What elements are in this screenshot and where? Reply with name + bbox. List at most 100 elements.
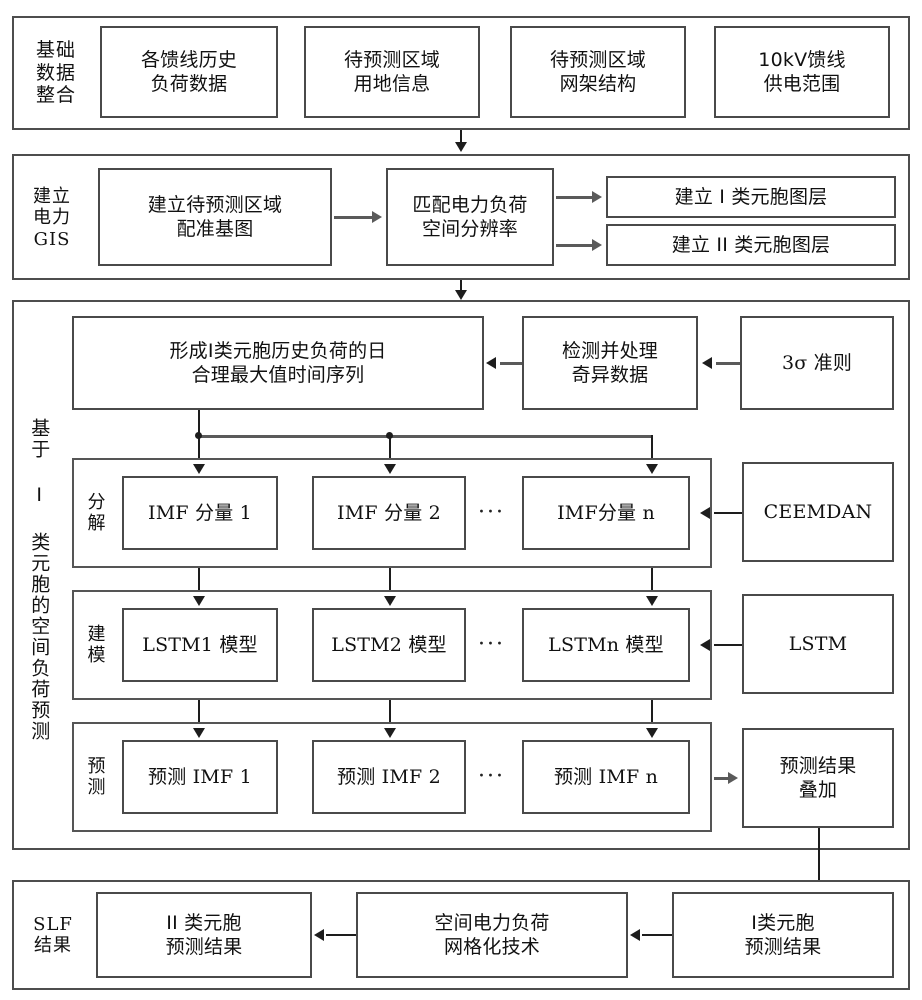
- node-label: LSTM2 模型: [331, 633, 447, 656]
- node-label: IMF分量 n: [557, 501, 655, 524]
- node-detect-process-outliers[interactable]: 检测并处理奇异数据: [522, 316, 698, 410]
- node-label: 建立 II 类元胞图层: [671, 233, 831, 256]
- connector-gridding-to-class2-result: [326, 934, 356, 936]
- connector-superposition-to-class1-result: [818, 828, 820, 890]
- node-ceemdan[interactable]: CEEMDAN: [742, 462, 894, 562]
- connector-sigma-to-outliers: [716, 362, 740, 365]
- connector-lstm-to-lstmn: [714, 644, 742, 646]
- arrowhead-into-predict-imf-2: [384, 728, 396, 738]
- node-label: 建立 I 类元胞图层: [674, 185, 828, 208]
- caption-line: 解: [87, 513, 107, 534]
- node-label: 各馈线历史负荷数据: [140, 48, 237, 95]
- node-imf-component-n[interactable]: IMF分量 n: [522, 476, 690, 550]
- connector-match-to-class2: [556, 244, 594, 247]
- arrowhead-into-predict-imf-n: [646, 728, 658, 738]
- arrowhead-into-lstm1: [193, 596, 205, 606]
- node-label: II 类元胞预测结果: [165, 911, 243, 958]
- ellipsis-prediction: ···: [478, 764, 505, 789]
- node-area-land-use-info[interactable]: 待预测区域用地信息: [304, 26, 480, 118]
- arrowhead-lstm-to-lstmn: [700, 639, 710, 651]
- node-predict-imf-1[interactable]: 预测 IMF 1: [122, 740, 278, 814]
- stage-cell-load-forecast-caption: 基于 I 类元胞的空间负荷预测: [22, 330, 56, 830]
- caption-line: 整合: [35, 84, 76, 107]
- arrowhead-into-imf-n: [646, 464, 658, 474]
- node-build-class1-cell-layer[interactable]: 建立 I 类元胞图层: [606, 176, 896, 218]
- subgroup-modeling-caption: 建 模: [80, 614, 114, 676]
- node-label: 形成I类元胞历史负荷的日合理最大值时间序列: [169, 339, 387, 386]
- arrowhead-into-imf-2: [384, 464, 396, 474]
- node-label: 检测并处理奇异数据: [561, 339, 658, 386]
- arrowhead-class1-result-to-gridding: [630, 929, 640, 941]
- stage-power-gis-caption: 建立 电力 GIS: [20, 168, 84, 268]
- caption-line: 预: [87, 755, 107, 777]
- arrowhead-into-imf-1: [193, 464, 205, 474]
- arrowhead-stage1-to-stage2: [455, 142, 467, 152]
- caption-text: 基于 I 类元胞的空间负荷预测: [28, 418, 51, 742]
- node-label: IMF 分量 2: [337, 501, 441, 524]
- caption-line: 建: [87, 623, 107, 645]
- node-daily-max-time-series[interactable]: 形成I类元胞历史负荷的日合理最大值时间序列: [72, 316, 484, 410]
- arrowhead-stage2-to-stage3: [455, 290, 467, 300]
- node-area-grid-structure[interactable]: 待预测区域网架结构: [510, 26, 686, 118]
- caption-line: 模: [87, 645, 107, 666]
- stage-data-integration-caption: 基础 数据 整合: [22, 22, 90, 124]
- connector-stage1-to-stage2: [460, 130, 462, 144]
- node-spatial-load-gridding-tech[interactable]: 空间电力负荷网格化技术: [356, 892, 628, 978]
- node-match-spatial-resolution[interactable]: 匹配电力负荷空间分辨率: [386, 168, 554, 266]
- connector-stage2-to-stage3: [460, 280, 462, 292]
- arrowhead-ceemdan-to-imfn: [700, 507, 710, 519]
- caption-line: 结果: [34, 935, 72, 956]
- caption-line: 数据: [35, 61, 76, 84]
- connector-basemap-to-match: [334, 216, 374, 219]
- arrowhead-match-to-class2: [592, 239, 602, 251]
- connector-outliers-to-series: [500, 362, 522, 365]
- node-label: LSTMn 模型: [548, 633, 664, 656]
- busline-series-drop: [198, 410, 200, 436]
- arrowhead-into-lstm2: [384, 596, 396, 606]
- arrowhead-into-lstmn: [646, 596, 658, 606]
- node-lstm2-model[interactable]: LSTM2 模型: [312, 608, 466, 682]
- node-build-registration-base-map[interactable]: 建立待预测区域配准基图: [98, 168, 332, 266]
- node-label: LSTM: [788, 632, 848, 655]
- node-class1-cell-prediction-result[interactable]: I类元胞预测结果: [672, 892, 894, 978]
- node-prediction-result-superposition[interactable]: 预测结果叠加: [742, 728, 894, 828]
- caption-line: GIS: [33, 228, 71, 250]
- node-predict-imf-n[interactable]: 预测 IMF n: [522, 740, 690, 814]
- ellipsis-modeling: ···: [478, 632, 505, 657]
- connector-predictimfn-to-superposition: [714, 777, 730, 780]
- arrowhead-outliers-to-series: [486, 357, 496, 369]
- node-label: CEEMDAN: [763, 500, 873, 523]
- node-lstm1-model[interactable]: LSTM1 模型: [122, 608, 278, 682]
- node-label: 待预测区域用地信息: [343, 48, 440, 95]
- node-three-sigma-rule[interactable]: 3σ 准则: [740, 316, 894, 410]
- node-label: 空间电力负荷网格化技术: [434, 911, 550, 958]
- node-label: 10kV馈线供电范围: [758, 48, 846, 95]
- node-build-class2-cell-layer[interactable]: 建立 II 类元胞图层: [606, 224, 896, 266]
- node-predict-imf-2[interactable]: 预测 IMF 2: [312, 740, 466, 814]
- node-lstm[interactable]: LSTM: [742, 594, 894, 694]
- node-label: I类元胞预测结果: [744, 911, 822, 958]
- node-imf-component-2[interactable]: IMF 分量 2: [312, 476, 466, 550]
- node-imf-component-1[interactable]: IMF 分量 1: [122, 476, 278, 550]
- subgroup-decompose-caption: 分 解: [80, 482, 114, 544]
- node-label: LSTM1 模型: [142, 633, 258, 656]
- busline-horizontal: [198, 435, 652, 438]
- node-class2-cell-prediction-result[interactable]: II 类元胞预测结果: [96, 892, 312, 978]
- caption-line: SLF: [33, 913, 73, 935]
- subgroup-prediction-caption: 预 测: [80, 746, 114, 808]
- arrowhead-gridding-to-class2-result: [314, 929, 324, 941]
- connector-match-to-class1: [556, 196, 594, 199]
- connector-ceemdan-to-imfn: [714, 512, 742, 514]
- node-label: 预测 IMF n: [553, 765, 659, 788]
- arrowhead-sigma-to-outliers: [702, 357, 712, 369]
- node-label: IMF 分量 1: [148, 501, 252, 524]
- node-feeder-history-load[interactable]: 各馈线历史负荷数据: [100, 26, 278, 118]
- node-lstmn-model[interactable]: LSTMn 模型: [522, 608, 690, 682]
- arrowhead-into-predict-imf-1: [193, 728, 205, 738]
- node-10kv-feeder-supply-range[interactable]: 10kV馈线供电范围: [714, 26, 890, 118]
- node-label: 预测 IMF 2: [337, 765, 441, 788]
- connector-class1-result-to-gridding: [642, 934, 672, 936]
- node-label: 建立待预测区域配准基图: [147, 193, 283, 240]
- caption-line: 基础: [35, 39, 76, 62]
